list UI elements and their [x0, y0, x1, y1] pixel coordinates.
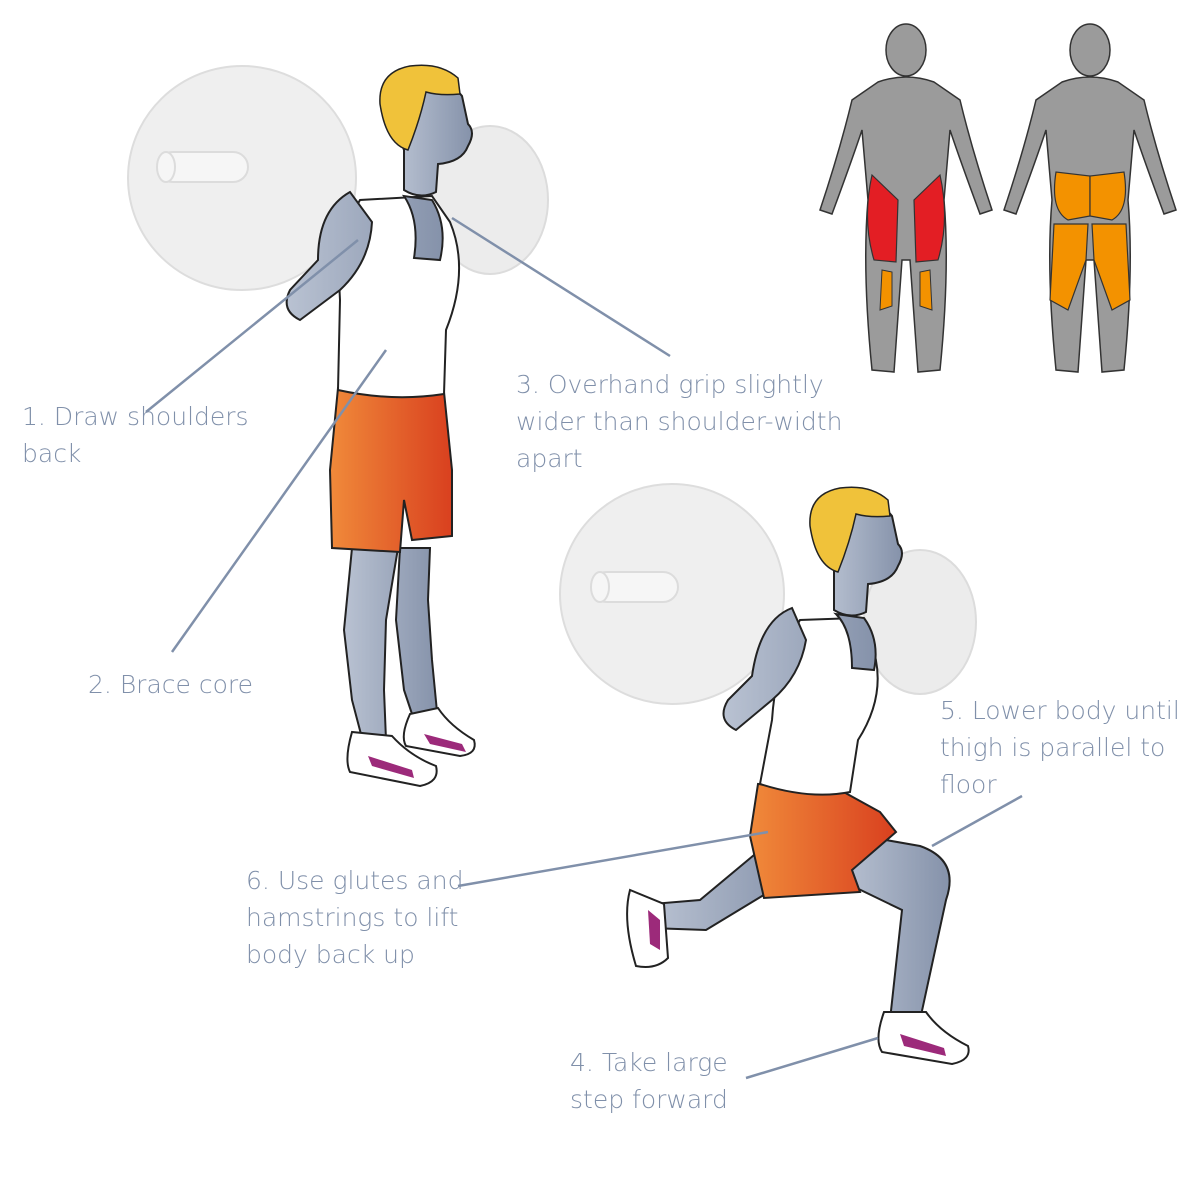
standing-arms: [285, 190, 444, 322]
step-label-1: 1. Draw shoulders back: [22, 402, 249, 468]
leader-line-3: [451, 216, 671, 358]
step-label-3: 3. Overhand grip slightly wider than sho…: [516, 370, 843, 473]
step-label-5: 5. Lower body until thigh is parallel to…: [940, 696, 1180, 799]
leader-line-4: [745, 1036, 879, 1080]
leader-line-2: [170, 349, 388, 653]
lunging-athlete: [559, 483, 977, 1066]
barbell-plate-front: [127, 65, 357, 291]
standing-athlete: [127, 64, 549, 788]
lunge-arms: [722, 606, 877, 732]
standing-hair: [379, 64, 461, 151]
lunge-shorts: [748, 782, 898, 900]
leader-line-1: [145, 239, 359, 413]
step-label-4: 4. Take large step forward: [570, 1048, 728, 1114]
step-label-2: 2. Brace core: [88, 670, 254, 699]
lunge-shoe-back: [626, 888, 670, 968]
step-label-6: 6. Use glutes and hamstrings to lift bod…: [246, 866, 464, 969]
leader-line-5: [931, 794, 1023, 848]
leader-line-6: [457, 830, 769, 888]
lunge-shoe-front: [877, 1011, 970, 1066]
muscle-chart-front: [819, 23, 993, 373]
muscle-chart-back: [1003, 23, 1177, 373]
standing-shorts: [328, 386, 453, 554]
leader-lines: [145, 216, 1023, 1080]
lunge-front-leg: [839, 830, 951, 1021]
lunge-hair: [809, 486, 891, 573]
standing-shoe-left: [346, 730, 438, 788]
barbell-plate-front-lunge: [559, 483, 785, 705]
